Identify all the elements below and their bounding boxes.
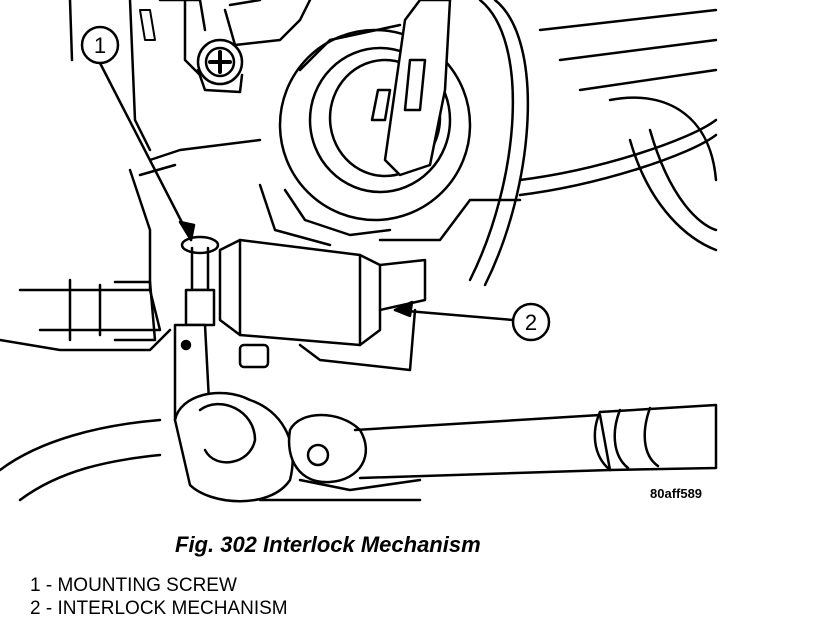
legend-label: INTERLOCK MECHANISM (57, 598, 288, 619)
callout-1: 1 (80, 25, 120, 65)
lock-cylinder (258, 23, 472, 247)
legend-item: 1 - MOUNTING SCREW (30, 574, 288, 597)
callout-1-number: 1 (94, 33, 106, 58)
wiring-cable (468, 0, 718, 287)
figure-code: 80aff589 (650, 486, 703, 501)
legend-separator: - (40, 575, 58, 596)
legend-number: 1 (30, 575, 41, 596)
callout-2: 2 (511, 302, 551, 342)
callout-2-number: 2 (525, 310, 537, 335)
ignition-key (370, 0, 452, 177)
legend-separator: - (40, 598, 58, 619)
interlock-illustration: 1 2 (0, 0, 718, 503)
interlock-block (218, 238, 427, 372)
column-left-parts (0, 168, 172, 352)
column-housing (68, 0, 312, 177)
legend-label: MOUNTING SCREW (57, 575, 237, 596)
bracket-screw (196, 38, 244, 94)
legend: 1 - MOUNTING SCREW 2 - INTERLOCK MECHANI… (30, 574, 288, 620)
leader-lines (98, 61, 515, 322)
legend-item: 2 - INTERLOCK MECHANISM (30, 597, 288, 620)
background-shroud (378, 8, 718, 252)
figure-caption: Fig. 302 Interlock Mechanism (175, 532, 481, 557)
hand-ratchet (0, 391, 718, 503)
legend-number: 2 (30, 598, 41, 619)
